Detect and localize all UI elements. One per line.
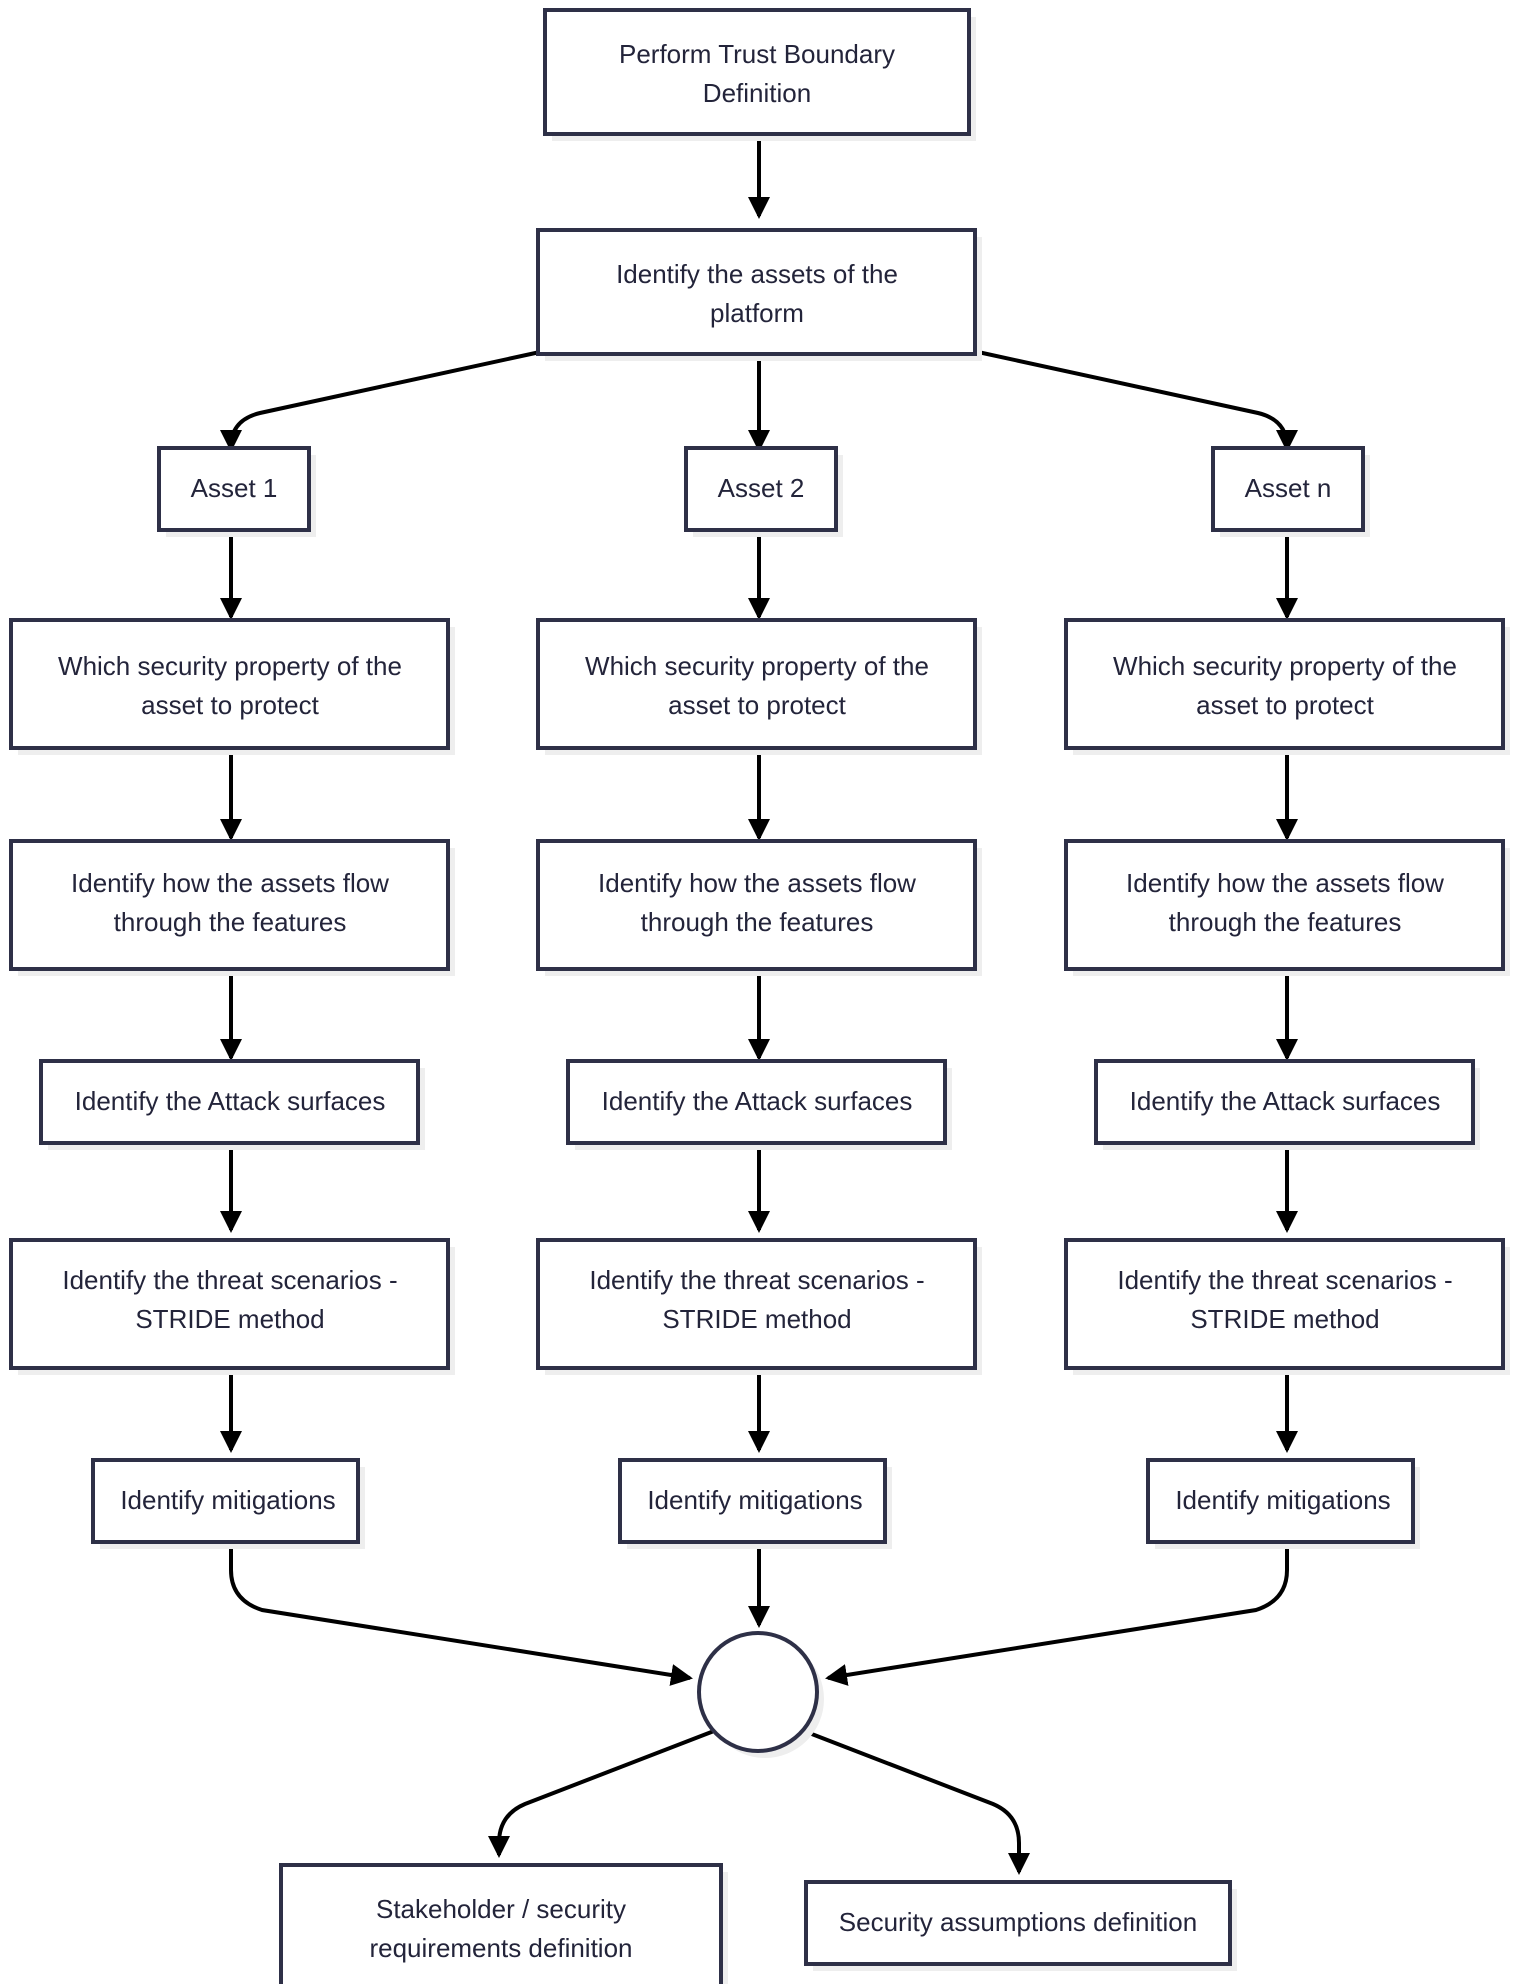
node-label-line2: asset to protect (1196, 690, 1375, 720)
node-security-property-n[interactable]: Which security property of the asset to … (1064, 618, 1510, 755)
node-box (684, 446, 838, 532)
node-label-line1: Identify the assets of the (616, 259, 898, 289)
node-label-line1: Identify the Attack surfaces (75, 1086, 386, 1116)
node-label-line1: Identify how the assets flow (71, 868, 389, 898)
node-box (1211, 446, 1365, 532)
node-attack-surfaces-1[interactable]: Identify the Attack surfaces (39, 1059, 425, 1150)
node-asset-1[interactable]: Asset 1 (157, 446, 316, 537)
node-label-line1: Identify the threat scenarios - (1117, 1265, 1452, 1295)
node-stakeholder-requirements-definition[interactable]: Stakeholder / security requirements defi… (279, 1863, 728, 1984)
edge-assets-to-asset1 (220, 350, 541, 452)
node-mitigations-n[interactable]: Identify mitigations (1146, 1458, 1420, 1549)
node-box (1064, 1238, 1505, 1370)
node-identify-assets-of-platform[interactable]: Identify the assets of the platform (536, 228, 982, 361)
node-label-line2: through the features (1169, 907, 1402, 937)
node-box (1064, 618, 1505, 750)
node-attack-surfaces-n[interactable]: Identify the Attack surfaces (1094, 1059, 1480, 1150)
node-box (1146, 1458, 1415, 1544)
nodes-layer: Perform Trust Boundary Definition Identi… (9, 8, 1510, 1984)
node-threat-scenarios-n[interactable]: Identify the threat scenarios - STRIDE m… (1064, 1238, 1510, 1375)
edges-layer (220, 137, 1298, 1875)
node-label-line2: asset to protect (141, 690, 320, 720)
edge-junction-to-assumptions (803, 1729, 1030, 1875)
node-label-line1: Identify mitigations (1175, 1485, 1390, 1515)
node-label-line2: through the features (641, 907, 874, 937)
node-assets-flow-1[interactable]: Identify how the assets flow through the… (9, 839, 455, 976)
node-security-property-2[interactable]: Which security property of the asset to … (536, 618, 982, 755)
node-box (536, 228, 977, 356)
node-label-line2: STRIDE method (662, 1304, 851, 1334)
node-box (1064, 839, 1505, 971)
node-mitigations-1[interactable]: Identify mitigations (91, 1458, 365, 1549)
edge-assets-to-assetn (977, 350, 1298, 452)
node-label-line1: Identify mitigations (120, 1485, 335, 1515)
node-security-assumptions-definition[interactable]: Security assumptions definition (804, 1880, 1237, 1971)
node-asset-n[interactable]: Asset n (1211, 446, 1370, 537)
node-label-line1: Which security property of the (1113, 651, 1457, 681)
node-box (157, 446, 311, 532)
node-label-line1: Which security property of the (585, 651, 929, 681)
edge-mitig1-to-junction (229, 1539, 693, 1686)
node-box (39, 1059, 420, 1145)
node-box (543, 8, 971, 136)
node-box (536, 1238, 977, 1370)
node-box (279, 1863, 723, 1984)
node-assets-flow-2[interactable]: Identify how the assets flow through the… (536, 839, 982, 976)
node-label-line1: Asset 2 (718, 473, 805, 503)
node-label-line2: platform (710, 298, 804, 328)
node-label-line1: Security assumptions definition (839, 1907, 1197, 1937)
node-label-line2: asset to protect (668, 690, 847, 720)
node-label-line1: Identify how the assets flow (1126, 868, 1444, 898)
node-label-line1: Asset 1 (191, 473, 278, 503)
node-label-line2: STRIDE method (1190, 1304, 1379, 1334)
node-assets-flow-n[interactable]: Identify how the assets flow through the… (1064, 839, 1510, 976)
node-box (804, 1880, 1232, 1966)
node-label-line1: Asset n (1245, 473, 1332, 503)
node-label-line1: Identify the Attack surfaces (602, 1086, 913, 1116)
node-label-line1: Which security property of the (58, 651, 402, 681)
node-label-line1: Perform Trust Boundary (619, 39, 895, 69)
node-label-line2: STRIDE method (135, 1304, 324, 1334)
node-label-line2: through the features (114, 907, 347, 937)
node-junction-circle[interactable] (697, 1631, 824, 1758)
node-asset-2[interactable]: Asset 2 (684, 446, 843, 537)
node-box (536, 839, 977, 971)
node-label-line1: Identify mitigations (647, 1485, 862, 1515)
node-box (9, 839, 450, 971)
junction-circle-shape (697, 1631, 819, 1753)
node-label-line2: requirements definition (369, 1933, 632, 1963)
node-security-property-1[interactable]: Which security property of the asset to … (9, 618, 455, 755)
node-label-line2: Definition (703, 78, 811, 108)
edge-junction-to-stakeholder (488, 1729, 715, 1858)
node-label-line1: Identify how the assets flow (598, 868, 916, 898)
node-label-line1: Stakeholder / security (376, 1894, 626, 1924)
node-box (1094, 1059, 1475, 1145)
node-attack-surfaces-2[interactable]: Identify the Attack surfaces (566, 1059, 952, 1150)
node-label-line1: Identify the Attack surfaces (1130, 1086, 1441, 1116)
node-threat-scenarios-2[interactable]: Identify the threat scenarios - STRIDE m… (536, 1238, 982, 1375)
node-box (536, 618, 977, 750)
node-box (566, 1059, 947, 1145)
node-box (91, 1458, 360, 1544)
node-mitigations-2[interactable]: Identify mitigations (618, 1458, 892, 1549)
node-trust-boundary-definition[interactable]: Perform Trust Boundary Definition (543, 8, 976, 141)
node-threat-scenarios-1[interactable]: Identify the threat scenarios - STRIDE m… (9, 1238, 455, 1375)
node-box (9, 618, 450, 750)
node-label-line1: Identify the threat scenarios - (62, 1265, 397, 1295)
node-label-line1: Identify the threat scenarios - (589, 1265, 924, 1295)
edge-mitign-to-junction (825, 1539, 1289, 1686)
node-box (9, 1238, 450, 1370)
node-box (618, 1458, 887, 1544)
